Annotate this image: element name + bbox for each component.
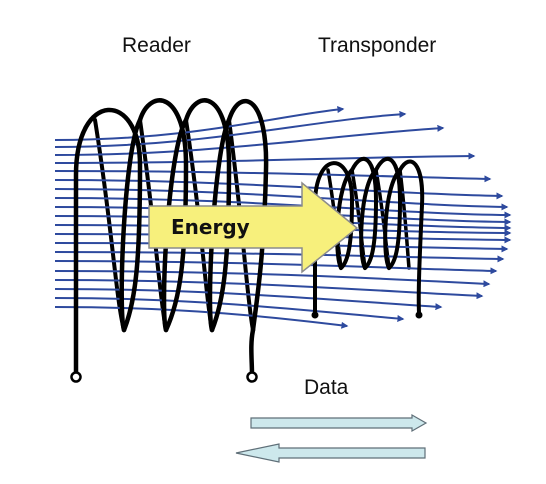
field-line (54, 110, 407, 148)
field-line (54, 288, 443, 311)
data-arrow-left (235, 443, 426, 463)
transponder-coil-front (313, 156, 425, 315)
transponder-terminal-left (311, 311, 319, 319)
reader-terminal-left (70, 371, 82, 383)
energy-arrow: Energy (148, 181, 359, 274)
transponder-terminal-right (415, 311, 423, 319)
transponder-label: Transponder (318, 34, 436, 57)
energy-label: Energy (171, 215, 250, 239)
data-arrow-right (250, 413, 428, 433)
field-line (54, 297, 405, 322)
field-line (54, 152, 476, 164)
reader-terminal-right (246, 371, 258, 383)
field-line (54, 170, 492, 183)
field-line (54, 179, 504, 200)
data-label: Data (304, 376, 349, 399)
field-line (54, 270, 491, 288)
reader-label: Reader (122, 34, 191, 57)
field-line (54, 306, 349, 329)
